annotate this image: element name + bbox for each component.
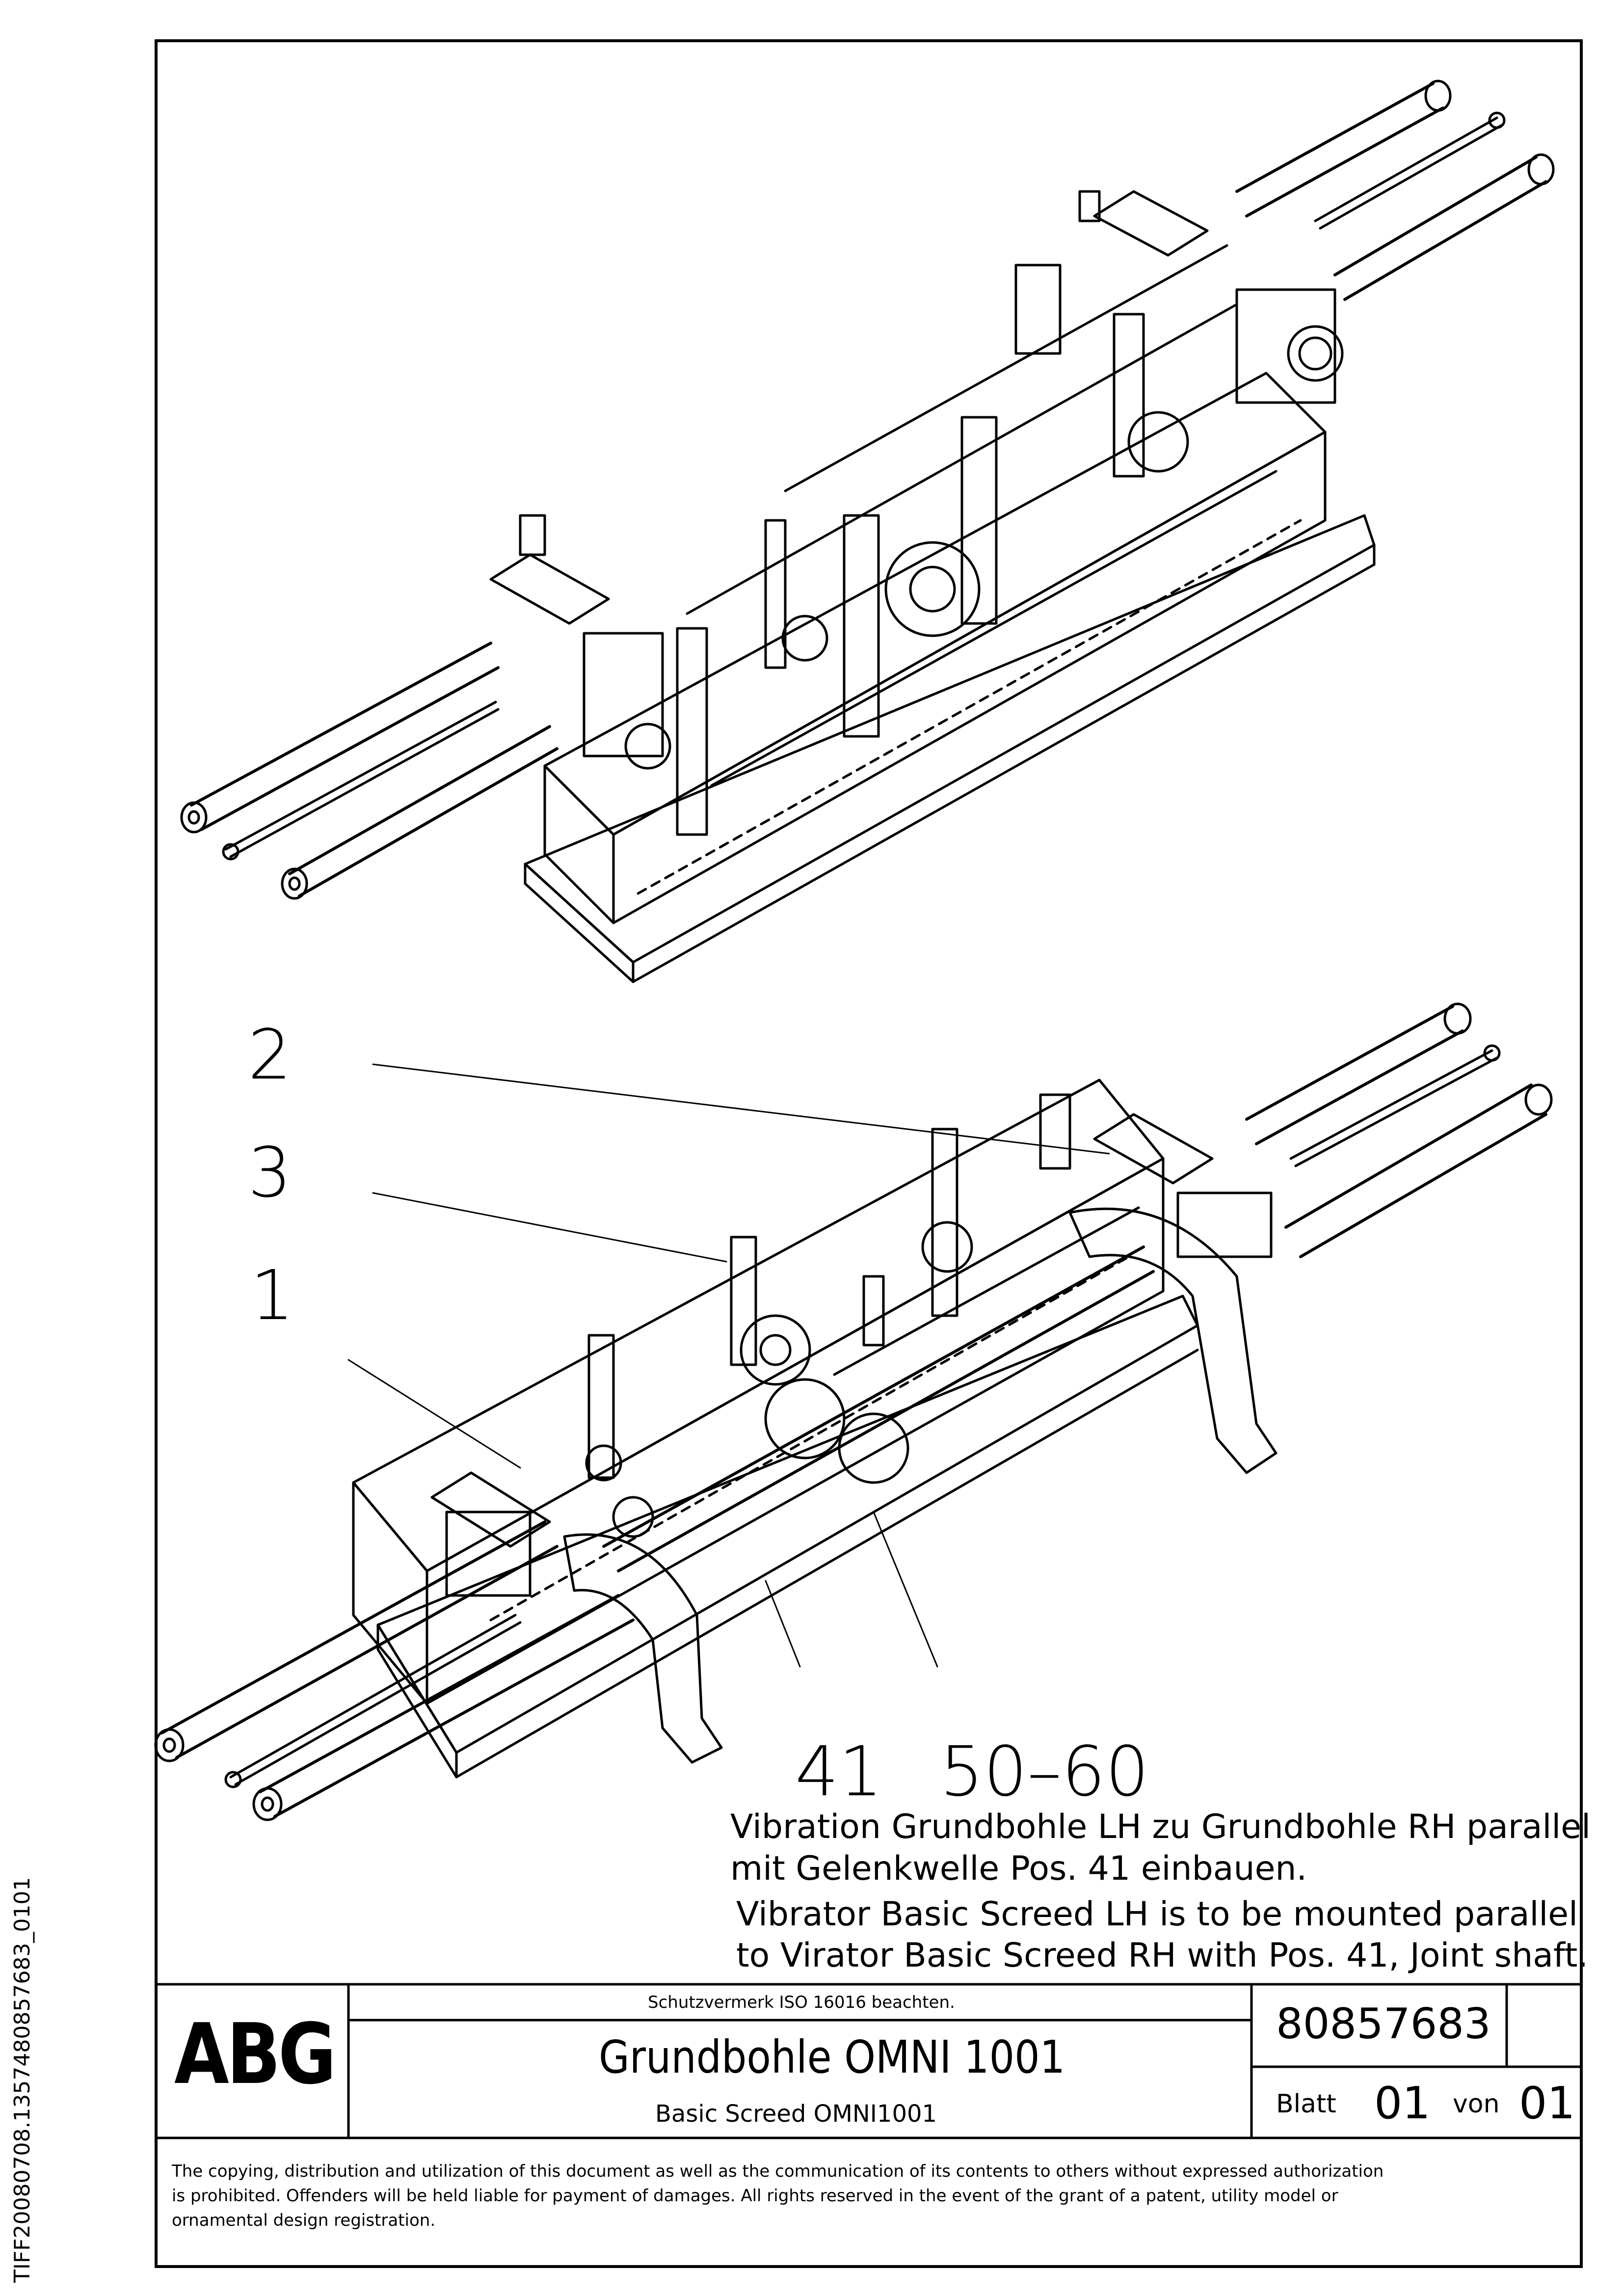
drawing-frame [155,39,1583,2268]
leader-lines [347,1063,1110,1668]
legal-line-1: The copying, distribution and utilizatio… [172,2161,1384,2181]
leader-line-1 [347,1359,521,1469]
title-block-lines [155,1983,1583,2139]
leader-line-3 [372,1192,727,1263]
callout-3: 3 [248,1133,292,1213]
callout-41: 41 [795,1732,883,1812]
title-german: Grundbohle OMNI 1001 [599,2031,1065,2083]
lower-screed-assembly [154,1002,1553,1821]
drawing-number: 80857683 [1276,1999,1491,2049]
note-en-line1: Vibrator Basic Screed LH is to be mounte… [736,1895,1578,1934]
legal-notice: The copying, distribution and utilizatio… [172,2159,1384,2233]
title-english: Basic Screed OMNI1001 [655,2100,937,2128]
sheet-number: 01 [1374,2078,1431,2129]
legal-line-2: is prohibited. Offenders will be held li… [172,2186,1338,2206]
legal-line-3: ornamental design registration. [172,2211,436,2230]
note-de-line2: mit Gelenkwelle Pos. 41 einbauen. [730,1849,1307,1888]
note-en-line2: to Virator Basic Screed RH with Pos. 41,… [736,1936,1588,1975]
leader-line-50-60 [873,1511,938,1668]
callout-2: 2 [248,1015,292,1095]
callout-50-60: 50–60 [940,1732,1149,1812]
upper-screed-assembly [180,80,1555,983]
leader-line-2 [372,1063,1110,1155]
protection-note: Schutzvermerk ISO 16016 beachten. [648,1993,955,2012]
leader-line-41 [765,1580,801,1668]
note-de-line1: Vibration Grundbohle LH zu Grundbohle RH… [730,1808,1591,1846]
of-label: von [1453,2089,1500,2119]
callout-1: 1 [250,1256,294,1336]
abg-logo: ABG [174,2006,336,2103]
total-sheets: 01 [1519,2078,1575,2129]
side-reference: TIFF20080708.1357480857683_0101 [10,1877,35,2283]
sheet-label: Blatt [1276,2089,1336,2119]
